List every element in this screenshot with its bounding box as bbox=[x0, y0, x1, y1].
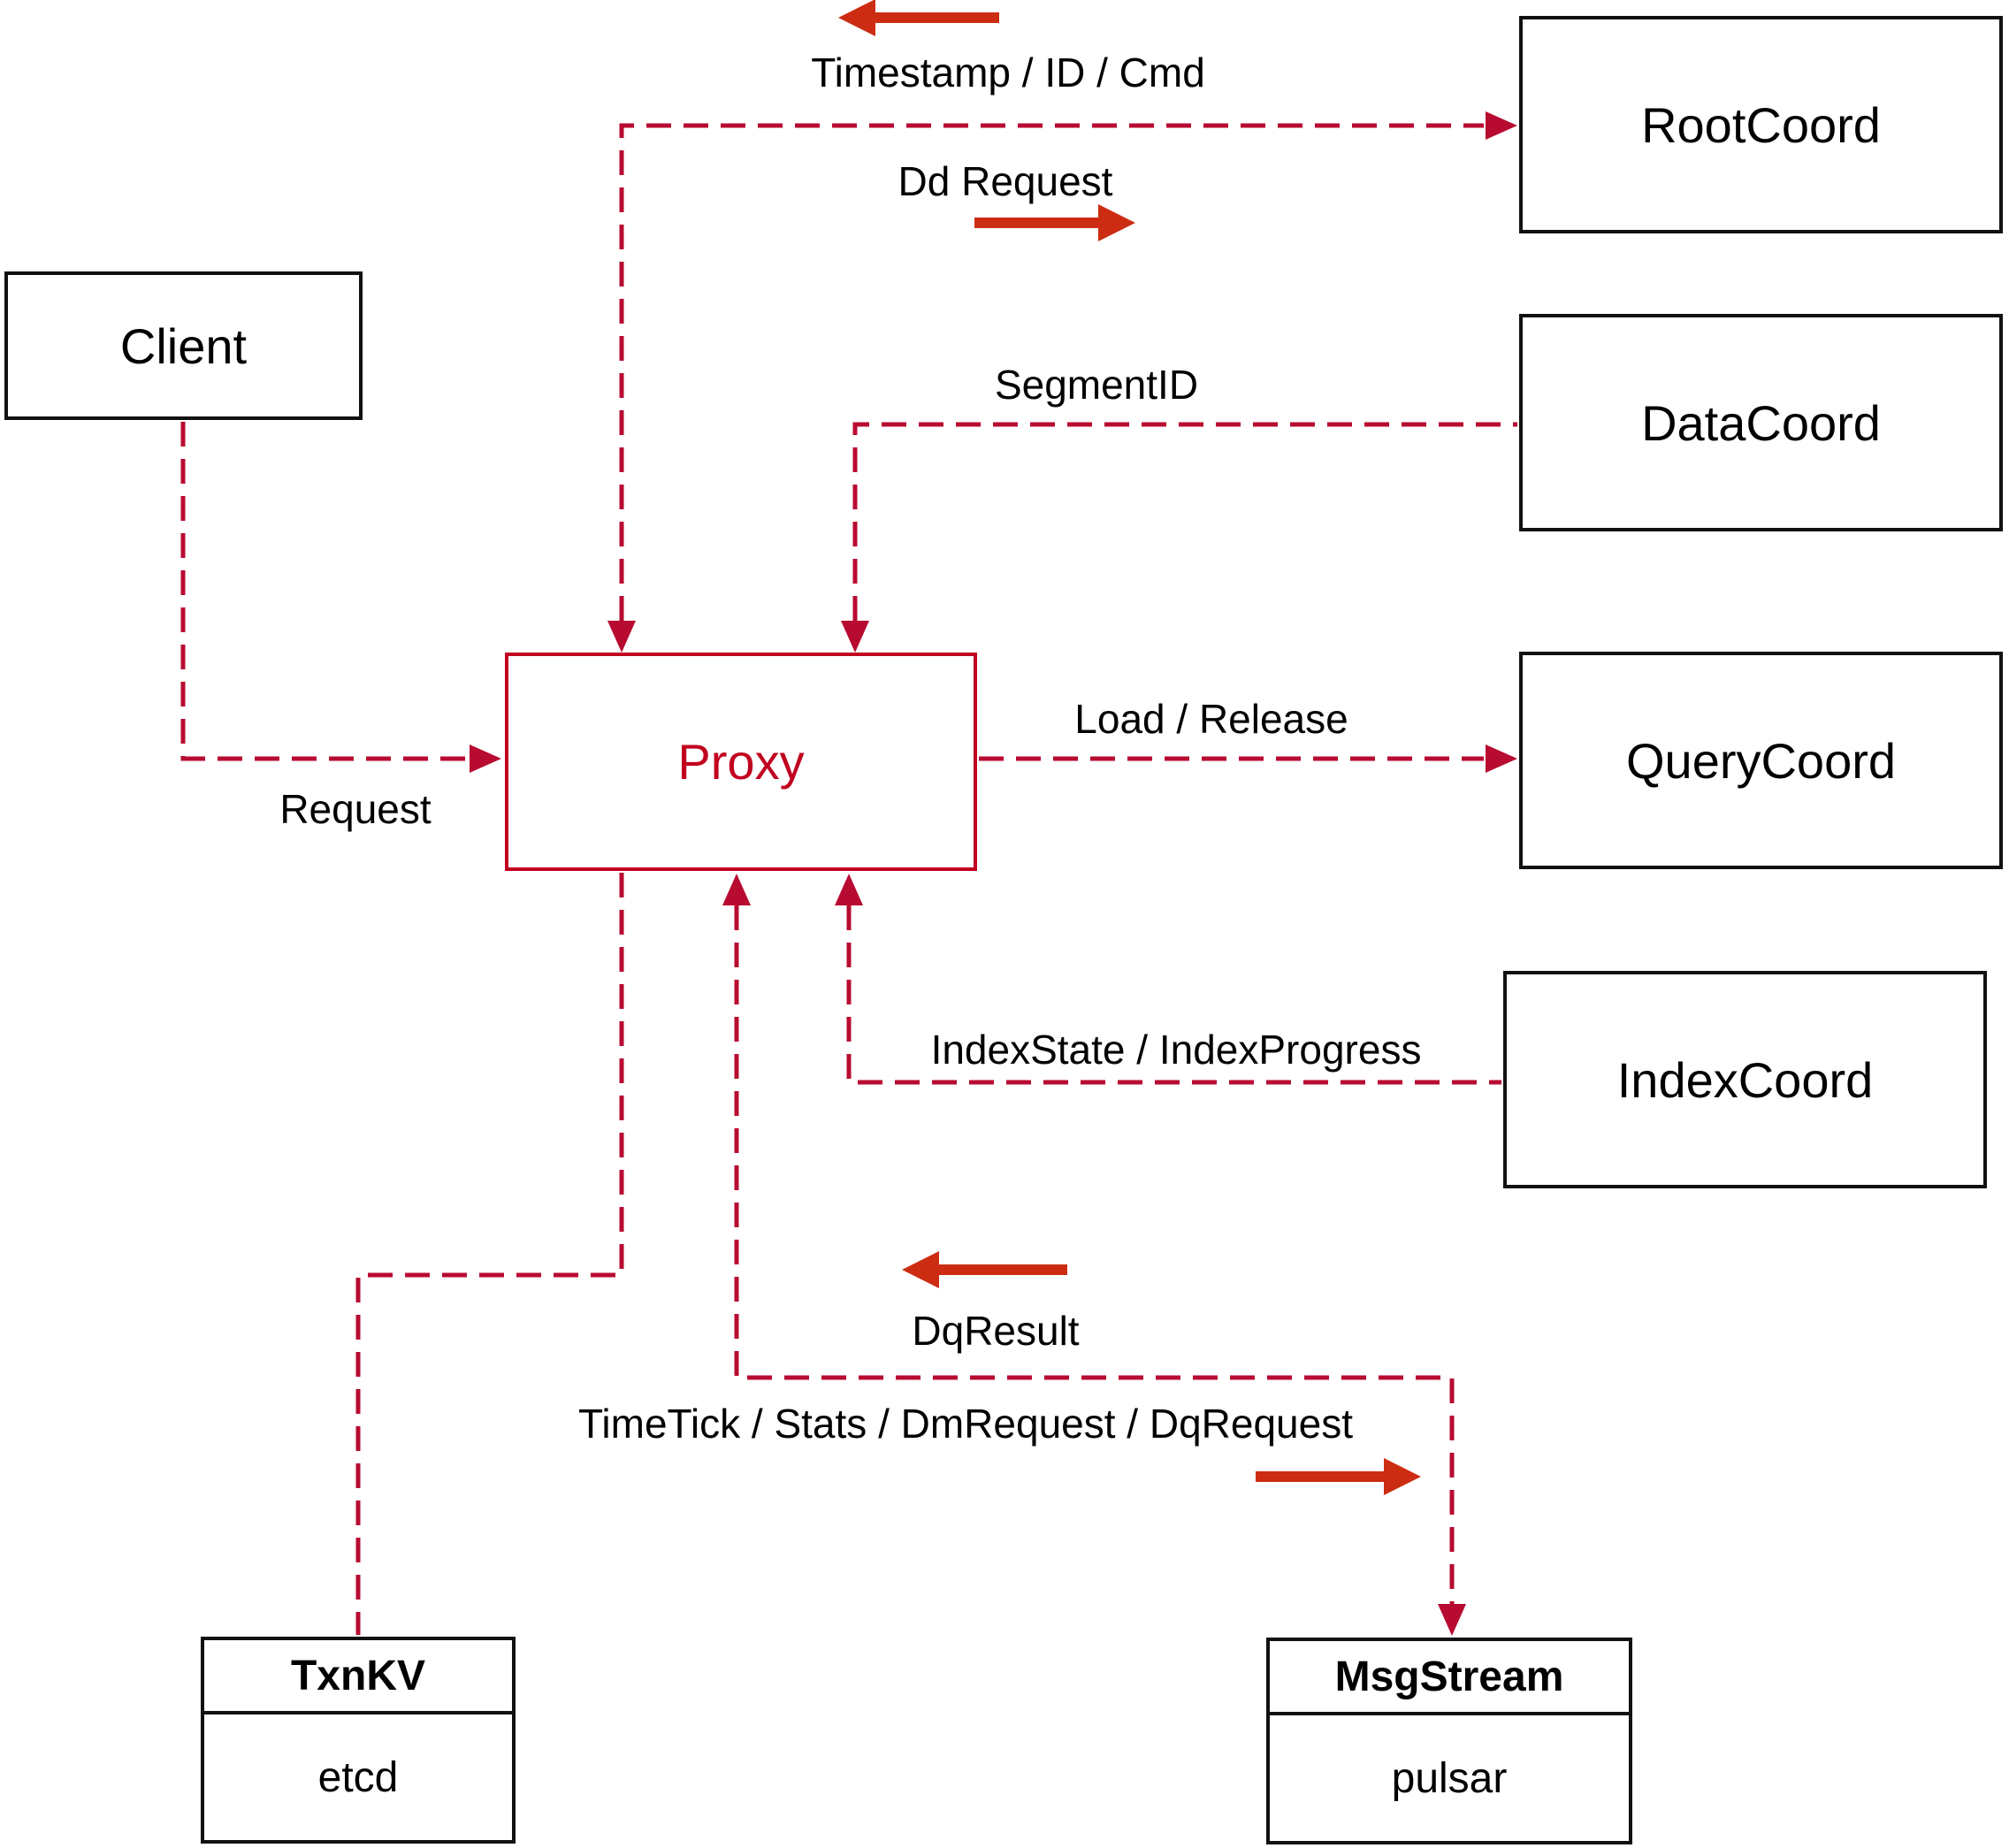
client-node: Client bbox=[4, 271, 363, 420]
client-label: Client bbox=[119, 317, 248, 374]
proxy-txnkv-edge bbox=[355, 873, 624, 1635]
label-load-release: Load / Release bbox=[1074, 696, 1348, 742]
indexcoord-proxy-arrowhead bbox=[835, 874, 863, 905]
proxy-querycoord-arrowhead bbox=[1486, 745, 1517, 773]
proxy-rootcoord-edge bbox=[619, 123, 1484, 621]
proxy-msgstream-edge bbox=[734, 905, 1455, 1604]
proxy-msgstream-arrowhead bbox=[722, 874, 751, 905]
msgstream-node: MsgStream pulsar bbox=[1266, 1638, 1632, 1844]
dq-result-arrow bbox=[902, 1251, 1067, 1288]
querycoord-label: QueryCoord bbox=[1625, 732, 1897, 789]
proxy-rootcoord-arrowhead bbox=[607, 621, 636, 653]
querycoord-node: QueryCoord bbox=[1519, 652, 2003, 869]
txnkv-title: TxnKV bbox=[204, 1640, 512, 1714]
msgstream-body: pulsar bbox=[1391, 1754, 1508, 1802]
timestamp-return-arrow bbox=[838, 0, 999, 36]
proxy-rootcoord-arrowhead bbox=[1486, 111, 1517, 140]
label-request: Request bbox=[279, 786, 432, 832]
msgstream-title: MsgStream bbox=[1270, 1641, 1629, 1715]
proxy-node: Proxy bbox=[505, 653, 977, 871]
proxy-label: Proxy bbox=[677, 734, 805, 790]
dd-request-arrow bbox=[974, 204, 1135, 241]
timetick-arrow bbox=[1256, 1458, 1421, 1495]
rootcoord-node: RootCoord bbox=[1519, 16, 2003, 233]
label-dd-request: Dd Request bbox=[898, 158, 1113, 204]
datacoord-proxy-edge bbox=[852, 422, 1517, 621]
datacoord-label: DataCoord bbox=[1641, 394, 1881, 451]
label-dq-result: DqResult bbox=[912, 1308, 1080, 1354]
label-indexstate-indexprogress: IndexState / IndexProgress bbox=[930, 1027, 1422, 1073]
datacoord-proxy-arrowhead bbox=[841, 621, 869, 653]
indexcoord-proxy-edge bbox=[846, 905, 1501, 1085]
proxy-msgstream-arrowhead bbox=[1438, 1604, 1466, 1636]
client-proxy-edge bbox=[180, 422, 470, 761]
label-timetick-stats: TimeTick / Stats / DmRequest / DqRequest bbox=[578, 1401, 1353, 1447]
txnkv-node: TxnKV etcd bbox=[201, 1637, 516, 1844]
rootcoord-label: RootCoord bbox=[1641, 96, 1881, 153]
datacoord-node: DataCoord bbox=[1519, 314, 2003, 531]
label-timestamp-id-cmd: Timestamp / ID / Cmd bbox=[811, 50, 1205, 95]
txnkv-body: etcd bbox=[317, 1753, 399, 1801]
indexcoord-label: IndexCoord bbox=[1616, 1051, 1874, 1108]
indexcoord-node: IndexCoord bbox=[1503, 971, 1987, 1188]
label-segment-id: SegmentID bbox=[994, 362, 1199, 408]
client-proxy-arrowhead bbox=[470, 745, 501, 773]
